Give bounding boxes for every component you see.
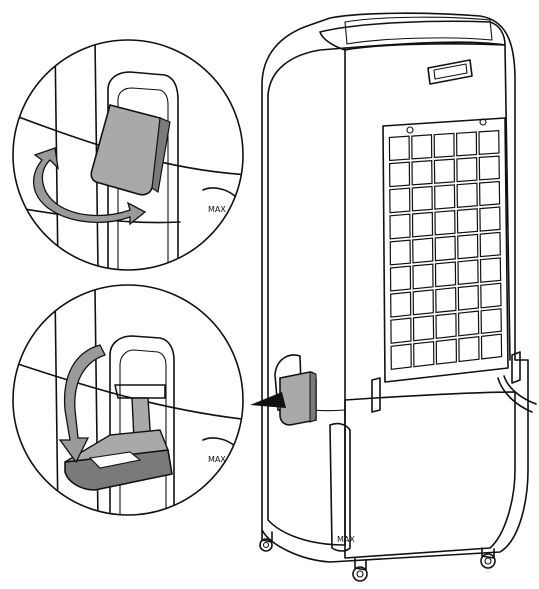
grille-cell	[457, 284, 480, 311]
grille-screw-right	[479, 118, 487, 126]
top-max-window	[202, 187, 236, 270]
grille-cell	[479, 257, 502, 283]
grille-cell	[456, 182, 478, 208]
drain-hose-inner	[503, 375, 537, 405]
caster-front-right	[352, 557, 368, 582]
drain-hose	[497, 377, 533, 413]
level-window	[329, 422, 351, 552]
grille-cell	[390, 291, 412, 318]
grille-cell	[480, 282, 502, 309]
top-recess	[107, 71, 179, 270]
air-cooler-unit: MAX	[250, 12, 537, 582]
bottom-circle-border	[12, 284, 244, 516]
grille-cell	[390, 343, 412, 370]
grille-cell	[433, 158, 456, 184]
grille-cell	[434, 235, 456, 262]
right-clip	[511, 351, 521, 384]
grille-cell	[412, 289, 434, 316]
grille-cell	[480, 308, 502, 334]
bottom-body-curve	[13, 357, 243, 421]
grille-cell	[434, 184, 456, 210]
top-max-label: MAX	[208, 205, 226, 214]
bottom-rotate-arrow	[58, 344, 106, 464]
detail-circle-bottom: MAX	[12, 284, 244, 516]
grille-screw-left	[406, 126, 414, 134]
grille-cell	[456, 208, 479, 234]
grille-cell	[456, 156, 478, 183]
grille-cell	[480, 333, 503, 360]
water-tank	[344, 391, 516, 559]
drain-outlet	[114, 384, 166, 399]
grille-cell	[389, 265, 412, 292]
grille-cell	[388, 161, 411, 188]
handle-slot-inner	[433, 63, 468, 80]
cooler-side-panel	[267, 47, 346, 546]
grille-cell	[412, 263, 434, 290]
grille-cell	[458, 336, 480, 363]
grille-cell	[457, 259, 479, 286]
caster-back-right	[480, 547, 496, 569]
grille-cell	[389, 239, 411, 266]
cooler-top-panel	[344, 16, 493, 45]
grille-cell	[434, 261, 457, 288]
cooler-top-lid	[319, 20, 506, 51]
bottom-recess	[109, 335, 175, 515]
top-recess-inner	[117, 87, 169, 270]
grille-frame	[382, 117, 509, 383]
pointer-arrow	[250, 392, 286, 408]
grille-cell	[434, 209, 456, 236]
grille-cell	[478, 129, 500, 156]
bottom-drain-knob-top	[64, 429, 169, 463]
grille-cell	[479, 206, 501, 232]
grille-louvres	[388, 129, 503, 370]
top-drain-knob-side	[151, 117, 171, 194]
grille-cell	[457, 233, 479, 260]
caster-front-left	[259, 529, 273, 552]
bottom-max-window	[202, 437, 236, 515]
grille-cell	[411, 185, 433, 212]
grille-cell	[455, 131, 478, 157]
grille-cell	[435, 312, 457, 339]
bottom-drain-knob-cup	[88, 451, 142, 469]
grille-cell	[457, 310, 480, 337]
grille-cell	[411, 134, 433, 160]
grille-cell	[479, 231, 501, 258]
grille-cell	[478, 155, 500, 181]
grille-cell	[435, 338, 458, 365]
cooler-front-edge	[344, 41, 511, 361]
top-circle-border	[12, 39, 244, 271]
bottom-recess-inner	[119, 349, 167, 515]
grille-cell	[412, 237, 434, 264]
grille-cell	[478, 180, 501, 207]
grille-cell	[433, 132, 455, 159]
grille-cell	[389, 213, 411, 240]
grille-cell	[388, 135, 410, 162]
level-window-max-label: MAX	[337, 535, 355, 544]
handle-slot	[427, 59, 473, 85]
grille-cell	[411, 160, 433, 186]
bottom-max-label: MAX	[208, 455, 226, 464]
grille-cell	[413, 341, 435, 368]
detail-circle-top: MAX	[12, 39, 244, 271]
grille-cell	[411, 211, 434, 238]
drain-knob-body-side	[309, 371, 317, 423]
top-rotate-arrow	[33, 147, 147, 226]
cooler-body-outline	[261, 12, 529, 563]
bottom-panel-line-1	[54, 289, 59, 515]
left-clip	[371, 377, 381, 413]
grille-cell	[435, 287, 457, 314]
grille-cell	[389, 187, 411, 214]
grille-cell	[412, 315, 435, 342]
grille-cell	[390, 317, 412, 344]
